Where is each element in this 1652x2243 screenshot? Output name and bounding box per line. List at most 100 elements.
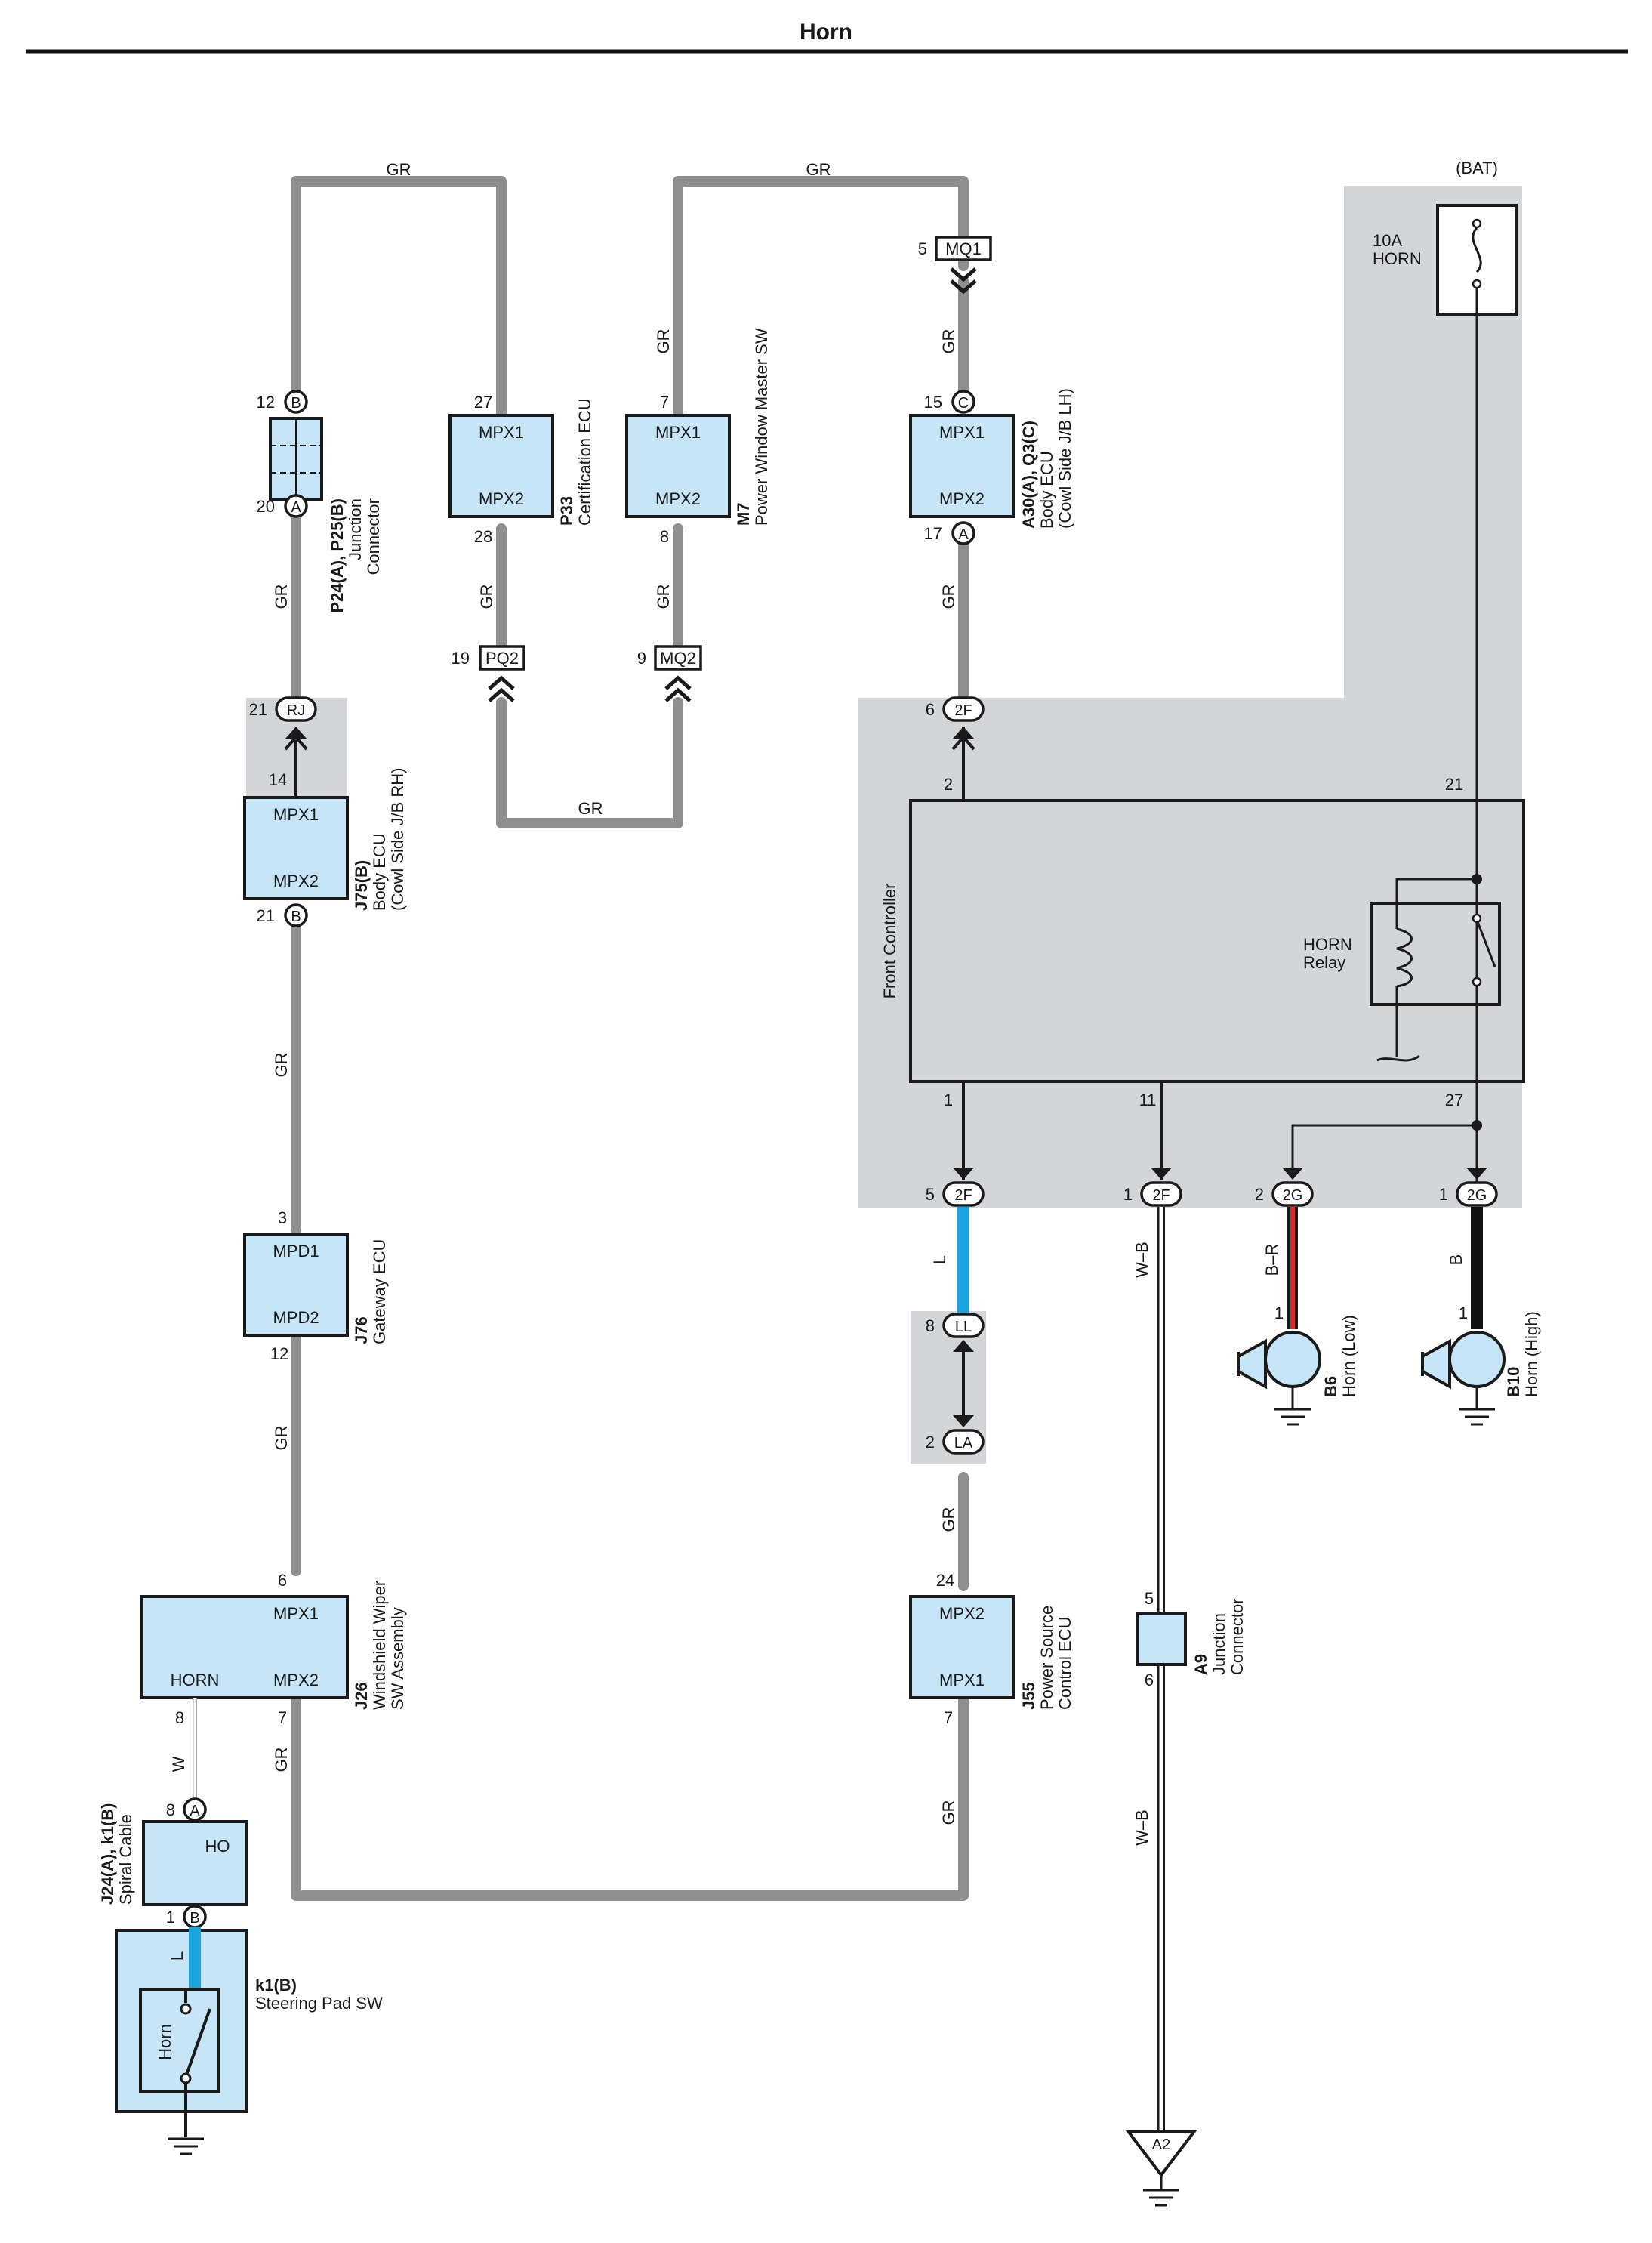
component-name: (Cowl Side J/B LH)	[1056, 388, 1074, 529]
connector-label: 2G	[1283, 1187, 1303, 1204]
connector-2f-top: 2F 6	[926, 696, 985, 801]
terminal-label: MPX2	[939, 1604, 985, 1623]
component-name: Junction	[1210, 1613, 1228, 1675]
component-name: Power Source	[1037, 1606, 1056, 1710]
terminal-label: MPX1	[273, 1604, 319, 1623]
pin-number: 2	[926, 1433, 935, 1452]
fuse-name: HORN	[1373, 249, 1422, 268]
pin-number: 21	[1445, 775, 1463, 794]
connector-mq1: MQ1 5	[918, 236, 992, 295]
pin-number: 24	[936, 1571, 954, 1590]
connector-2g-low: 2G 2	[1255, 1168, 1314, 1207]
component-name: Junction	[346, 498, 365, 560]
pin-number: 1	[1439, 1185, 1448, 1204]
front-controller-label: Front Controller	[880, 884, 899, 999]
pin-number: 20	[257, 497, 275, 516]
pin-number: 28	[474, 527, 492, 546]
relay-label: Relay	[1303, 953, 1345, 972]
conn-letter: B	[291, 909, 301, 925]
pin-number: 6	[278, 1571, 287, 1590]
pin-number: 1	[1123, 1185, 1133, 1204]
gr-label: GR	[477, 585, 496, 609]
connector-2f-l: 2F 5	[926, 1081, 985, 1207]
pin-number: 1	[166, 1908, 175, 1927]
pin-number: 11	[1139, 1091, 1157, 1109]
component-id: J24(A), k1(B)	[98, 1803, 117, 1905]
terminal-label: MPD1	[273, 1242, 319, 1260]
horn-icon	[1421, 1331, 1506, 1390]
gr-label: GR	[272, 1748, 291, 1772]
terminal-label: Horn	[156, 2024, 174, 2060]
horn-low-b6: B–R 1 B6 Horn (Low)	[1237, 1207, 1358, 1426]
gr-label: GR	[939, 1507, 958, 1532]
connector-label: LA	[954, 1435, 973, 1452]
component-id: J26	[352, 1682, 371, 1710]
terminal-label: HO	[205, 1837, 230, 1856]
pin-number: 1	[1274, 1304, 1284, 1322]
wb-label: W–B	[1133, 1810, 1151, 1846]
component-name: Certification ECU	[575, 398, 594, 526]
pin-number: 2	[1255, 1185, 1264, 1204]
component-name: SW Assembly	[388, 1607, 407, 1710]
br-label: B–R	[1262, 1244, 1281, 1276]
power-source-control-ecu-j55: 24 MPX2 MPX1 7 J55 Power Source Control …	[909, 1571, 1074, 1727]
terminal-label: MPX2	[273, 872, 319, 890]
gr-label: GR	[654, 585, 673, 609]
w-wire: W	[169, 1698, 197, 1802]
fuse-10a-horn: (BAT) 10A HORN	[1373, 159, 1518, 1198]
conn-letter: C	[958, 395, 969, 412]
pin-number: 7	[944, 1708, 953, 1727]
gateway-ecu-j76: 3 MPD1 MPD2 12 J76 Gateway ECU	[243, 1208, 389, 1363]
component-name: Spiral Cable	[116, 1814, 135, 1905]
pin-number: 17	[924, 524, 942, 543]
junction-connector-a9: 5 6 A9 Junction Connector	[1136, 1589, 1247, 1689]
spiral-cable-j24: A 8 HO B 1 J24(A), k1(B) Spiral Cable	[98, 1797, 248, 1929]
terminal-label: MPX1	[273, 805, 319, 824]
l-label: L	[168, 1951, 186, 1961]
terminal-label: MPD2	[273, 1308, 319, 1327]
connector-label: 2G	[1467, 1187, 1487, 1204]
conn-letter: A	[291, 499, 301, 516]
fuse-rating: 10A	[1373, 231, 1402, 250]
pin-number: 8	[660, 527, 669, 546]
connector-pq2: PQ2 19	[452, 645, 525, 702]
gr-label: GR	[939, 1800, 958, 1825]
gr-label: GR	[939, 585, 958, 609]
connector-label: 2F	[1152, 1187, 1170, 1204]
bat-label: (BAT)	[1456, 159, 1498, 177]
ground-label: A2	[1152, 2137, 1170, 2153]
connector-la: LA 2	[926, 1429, 985, 1455]
pin-number: 8	[926, 1316, 935, 1335]
component-name: (Cowl Side J/B RH)	[388, 768, 407, 911]
body-ecu-lh-a30: C 15 MPX1 MPX2 A 17 A30(A), Q3(C) Body E…	[909, 388, 1074, 545]
component-name: Steering Pad SW	[255, 1994, 383, 2013]
gr-label: GR	[654, 329, 673, 354]
connector-label: 2F	[954, 1187, 972, 1204]
component-name: Windshield Wiper	[370, 1581, 389, 1710]
pin-number: 21	[249, 700, 267, 719]
conn-letter: B	[190, 1910, 199, 1927]
ground-a2: A2	[1124, 2130, 1198, 2207]
pin-number: 7	[660, 393, 669, 412]
pin-number: 15	[924, 393, 942, 412]
component-id: J75(B)	[352, 860, 371, 911]
l-wire: L	[930, 1207, 969, 1314]
component-id: A9	[1191, 1654, 1210, 1675]
wb-label: W–B	[1133, 1242, 1151, 1278]
component-id: B6	[1321, 1376, 1340, 1397]
front-controller: Front Controller 2 21 1 11 27 HORN Relay	[880, 775, 1525, 1178]
conn-letter: A	[958, 526, 969, 543]
ground-icon	[168, 2137, 204, 2155]
steering-pad-sw-k1: L Horn k1(B) Steering Pad SW	[115, 1927, 383, 2155]
pin-number: 5	[926, 1185, 935, 1204]
connector-rj: RJ 21	[249, 696, 317, 798]
connector-label: MQ2	[660, 649, 696, 668]
l-label: L	[930, 1255, 949, 1264]
component-id: A30(A), Q3(C)	[1019, 421, 1038, 529]
pin-number: 3	[278, 1208, 287, 1227]
horn-high-b10: B 1 B10 Horn (High)	[1421, 1207, 1541, 1426]
connector-label: RJ	[287, 702, 305, 719]
page-title: Horn	[800, 20, 852, 45]
connector-ll: LL 8	[926, 1313, 985, 1427]
